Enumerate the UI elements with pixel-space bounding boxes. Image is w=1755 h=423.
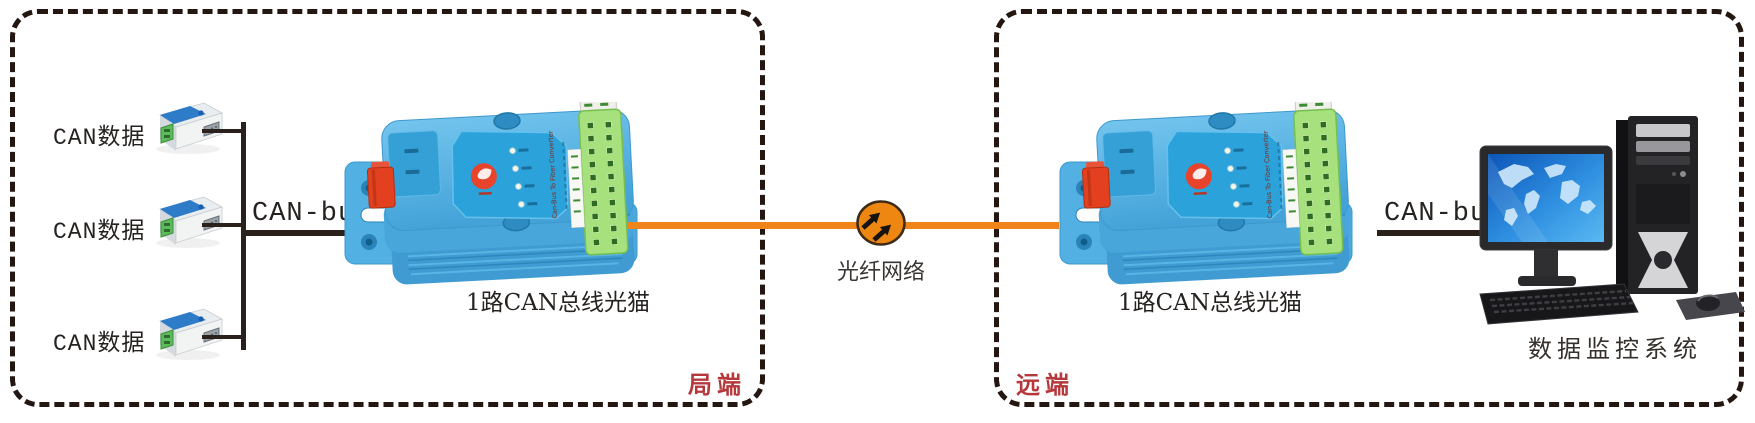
- can-fiber-modem-remote-image: [1048, 102, 1360, 294]
- can-stub-line-3: [202, 335, 244, 339]
- can-stub-line-1: [202, 129, 244, 133]
- modem-caption-remote: 1路CAN总线光猫: [1118, 290, 1302, 316]
- can-source-label-1: CAN数据: [53, 125, 146, 151]
- local-zone-box: [10, 9, 765, 407]
- zone-label-remote: 远端: [1016, 370, 1074, 399]
- fiber-network-label: 光纤网络: [836, 260, 925, 285]
- remote-zone-box: [994, 9, 1744, 407]
- can-source-label-3: CAN数据: [53, 331, 146, 357]
- can-bus-line-local: [244, 230, 375, 236]
- can-stub-line-2: [202, 223, 244, 227]
- workstation-caption: 数据监控系统: [1528, 335, 1702, 363]
- can-bus-trunk-line: [241, 122, 246, 350]
- fiber-network-icon: [855, 199, 907, 247]
- fiber-link-line: [627, 222, 1059, 229]
- monitoring-workstation-image: [1478, 110, 1746, 332]
- can-source-label-2: CAN数据: [53, 219, 146, 245]
- can-bus-line-remote: [1377, 230, 1492, 236]
- can-fiber-modem-local-image: [333, 102, 645, 294]
- zone-label-local: 局端: [688, 370, 746, 399]
- modem-caption-local: 1路CAN总线光猫: [466, 290, 650, 316]
